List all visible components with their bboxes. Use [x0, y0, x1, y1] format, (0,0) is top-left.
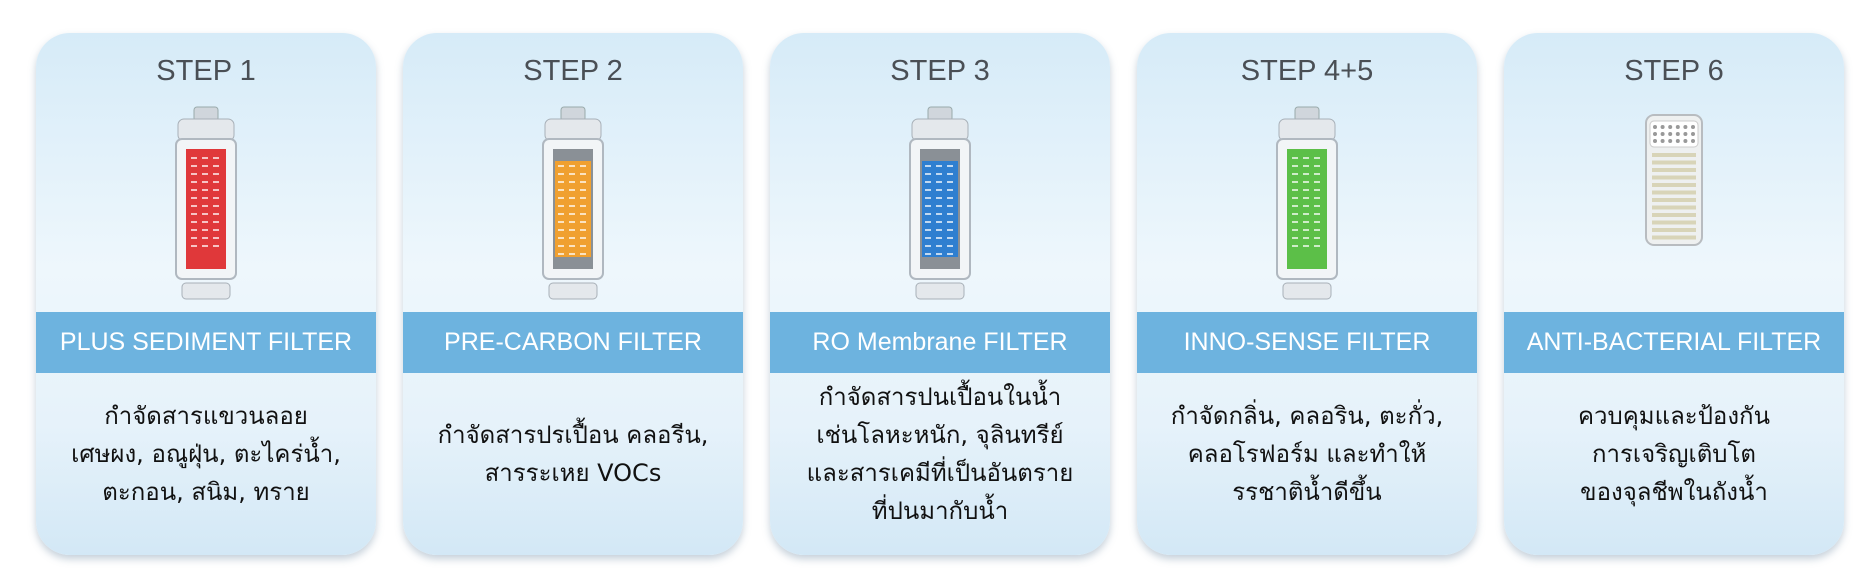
card-anti-bacterial: STEP 6 ANTI-BACTERIAL FILTER ควบคุมและป้อง… [1504, 33, 1844, 555]
card-pre-carbon: STEP 2 PRE-CARBON FILTER กำจัดสารปรเปื้อน … [403, 33, 743, 555]
description-line: ควบคุมและป้องกัน [1577, 402, 1770, 430]
step-label: STEP 6 [1624, 55, 1724, 87]
description-line: เศษผง, อณูฝุ่น, ตะไคร่น้ำ, [71, 440, 341, 468]
filter-description: กำจัดสารปรเปื้อน คลอรีน, สารระเหย VOCs [413, 383, 733, 525]
card-ro-membrane: STEP 3 RO Membrane FILTER กำจัดสารปนเปื้อน… [770, 33, 1110, 555]
filter-title: INNO-SENSE FILTER [1183, 328, 1431, 356]
ro-membrane-filter-image [900, 105, 980, 309]
filter-title-banner: PLUS SEDIMENT FILTER [36, 312, 376, 373]
description-line: กำจัดสารแขวนลอย [104, 402, 308, 430]
filter-title: PLUS SEDIMENT FILTER [59, 328, 353, 356]
description-line: และสารเคมีที่เป็นอันตราย [806, 459, 1074, 487]
filter-description: ควบคุมและป้องกันการเจริญเติบโตของจุลชีพใ… [1514, 383, 1834, 525]
description-line: เช่นโลหะหนัก, จุลินทรีย์ [816, 421, 1064, 449]
inno-sense-filter-image [1267, 105, 1347, 309]
description-line: ที่ปนมากับน้ำ [871, 497, 1009, 525]
step-label: STEP 4+5 [1240, 55, 1374, 87]
step-label: STEP 3 [890, 55, 990, 87]
filter-title-banner: PRE-CARBON FILTER [403, 312, 743, 373]
filter-title: PRE-CARBON FILTER [444, 328, 702, 356]
filter-description: กำจัดสารแขวนลอยเศษผง, อณูฝุ่น, ตะไคร่น้ำ… [46, 383, 366, 525]
description-line: รรชาติน้ำดีขึ้น [1232, 478, 1382, 506]
description-line: คลอโรฟอร์ม และทำให้ [1187, 440, 1427, 468]
description-line: ของจุลชีพในถังน้ำ [1580, 478, 1768, 506]
description-line: สารระเหย VOCs [484, 459, 662, 487]
card-sediment: STEP 1 PLUS SEDIMENT FILTER กำจัดสารแขวนลอ… [36, 33, 376, 555]
filter-title: RO Membrane FILTER [812, 328, 1068, 356]
description-line: กำจัดกลิ่น, คลอริน, ตะกั่ว, [1170, 402, 1444, 430]
description-line: การเจริญเติบโต [1591, 440, 1756, 468]
description-line: กำจัดสารปนเปื้อนในน้ำ [818, 383, 1062, 411]
pre-carbon-filter-image [533, 105, 613, 309]
anti-bacterial-filter-image [1638, 105, 1710, 259]
filter-description: กำจัดสารปนเปื้อนในน้ำเช่นโลหะหนัก, จุลิน… [780, 383, 1100, 525]
filter-title: ANTI-BACTERIAL FILTER [1526, 328, 1822, 356]
step-label: STEP 2 [523, 55, 623, 87]
filter-description: กำจัดกลิ่น, คลอริน, ตะกั่ว, คลอโรฟอร์ม แล… [1147, 383, 1467, 525]
filter-title-banner: ANTI-BACTERIAL FILTER [1504, 312, 1844, 373]
sediment-filter-image [166, 105, 246, 309]
filter-title-banner: INNO-SENSE FILTER [1137, 312, 1477, 373]
filter-title-banner: RO Membrane FILTER [770, 312, 1110, 373]
step-label: STEP 1 [156, 55, 256, 87]
description-line: กำจัดสารปรเปื้อน คลอรีน, [437, 421, 709, 449]
description-line: ตะกอน, สนิม, ทราย [102, 478, 310, 506]
